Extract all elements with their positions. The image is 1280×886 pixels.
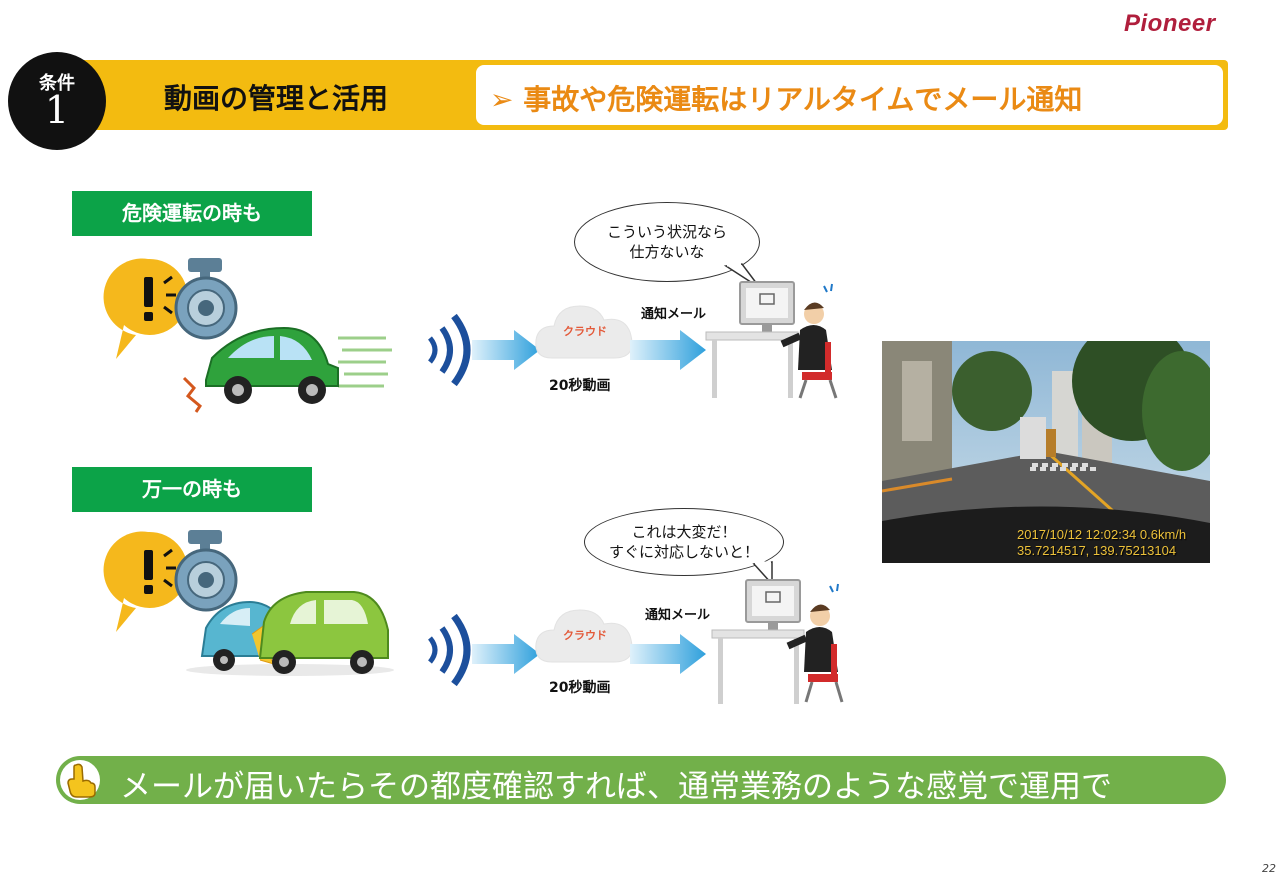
speech-bubble: これは大変だ！ すぐに対応しないと！ xyxy=(584,508,784,576)
dashcam-icon xyxy=(174,530,238,612)
arrow-to-desk xyxy=(630,634,706,674)
wireless-signal-icon xyxy=(427,313,471,387)
video-caption: 20秒動画 xyxy=(549,680,611,696)
dashcam-coordinates: 35.7214517, 139.75213104 xyxy=(1017,543,1177,558)
condition-badge: 条件 1 xyxy=(8,52,106,150)
condition-label: 条件 xyxy=(39,73,75,94)
condition-number: 1 xyxy=(44,88,70,132)
cloud-icon xyxy=(535,305,633,359)
footer-message: メールが届いたらその都度確認すれば、通常業務のような感覚で運用で xyxy=(120,769,1112,805)
dashcam-timestamp: 2017/10/12 12:02:34 0.6km/h xyxy=(1017,527,1187,542)
notification-mail-label: 通知メール xyxy=(641,307,707,322)
pointing-hand-icon xyxy=(67,763,96,798)
cloud-label: クラウド xyxy=(563,629,607,642)
pioneer-logo: Pioneer xyxy=(1124,10,1216,37)
arrow-to-desk xyxy=(630,330,706,370)
scenario-label-dangerous: 危険運転の時も xyxy=(72,191,312,236)
cloud-icon xyxy=(535,609,633,663)
scenario-label-emergency: 万一の時も xyxy=(72,467,312,512)
arrow-to-cloud xyxy=(472,634,540,674)
video-caption: 20秒動画 xyxy=(549,378,611,394)
notification-mail-label: 通知メール xyxy=(645,608,711,623)
speech-line: 仕方ないな xyxy=(629,243,705,261)
dashcam-footage: 2017/10/12 12:02:34 0.6km/h 35.7214517, … xyxy=(882,341,1210,563)
wireless-signal-icon xyxy=(427,613,471,687)
dashcam-scene xyxy=(882,341,1210,563)
arrow-to-cloud xyxy=(472,330,540,370)
cloud-label: クラウド xyxy=(563,325,607,338)
dashcam-icon xyxy=(174,258,238,340)
speech-line: すぐに対応しないと！ xyxy=(608,543,759,561)
subtitle-panel xyxy=(474,63,1225,127)
footer-bar xyxy=(56,756,1226,804)
page-number: 22 xyxy=(1262,862,1276,875)
page-title: 動画の管理と活用 xyxy=(164,82,389,115)
office-worker-illustration xyxy=(711,579,844,704)
exclamation-bubble-icon xyxy=(103,531,188,632)
speech-line: これは大変だ！ xyxy=(631,523,737,541)
speech-bubble-tail xyxy=(752,561,773,586)
speech-line: こういう状況なら xyxy=(606,223,727,241)
exclamation-bubble-icon xyxy=(103,258,188,359)
speeding-car-illustration xyxy=(182,326,392,413)
page-subtitle: ➢ 事故や危険運転はリアルタイムでメール通知 xyxy=(490,83,1083,116)
car-crash-illustration xyxy=(186,591,394,676)
office-worker-illustration xyxy=(705,281,838,399)
